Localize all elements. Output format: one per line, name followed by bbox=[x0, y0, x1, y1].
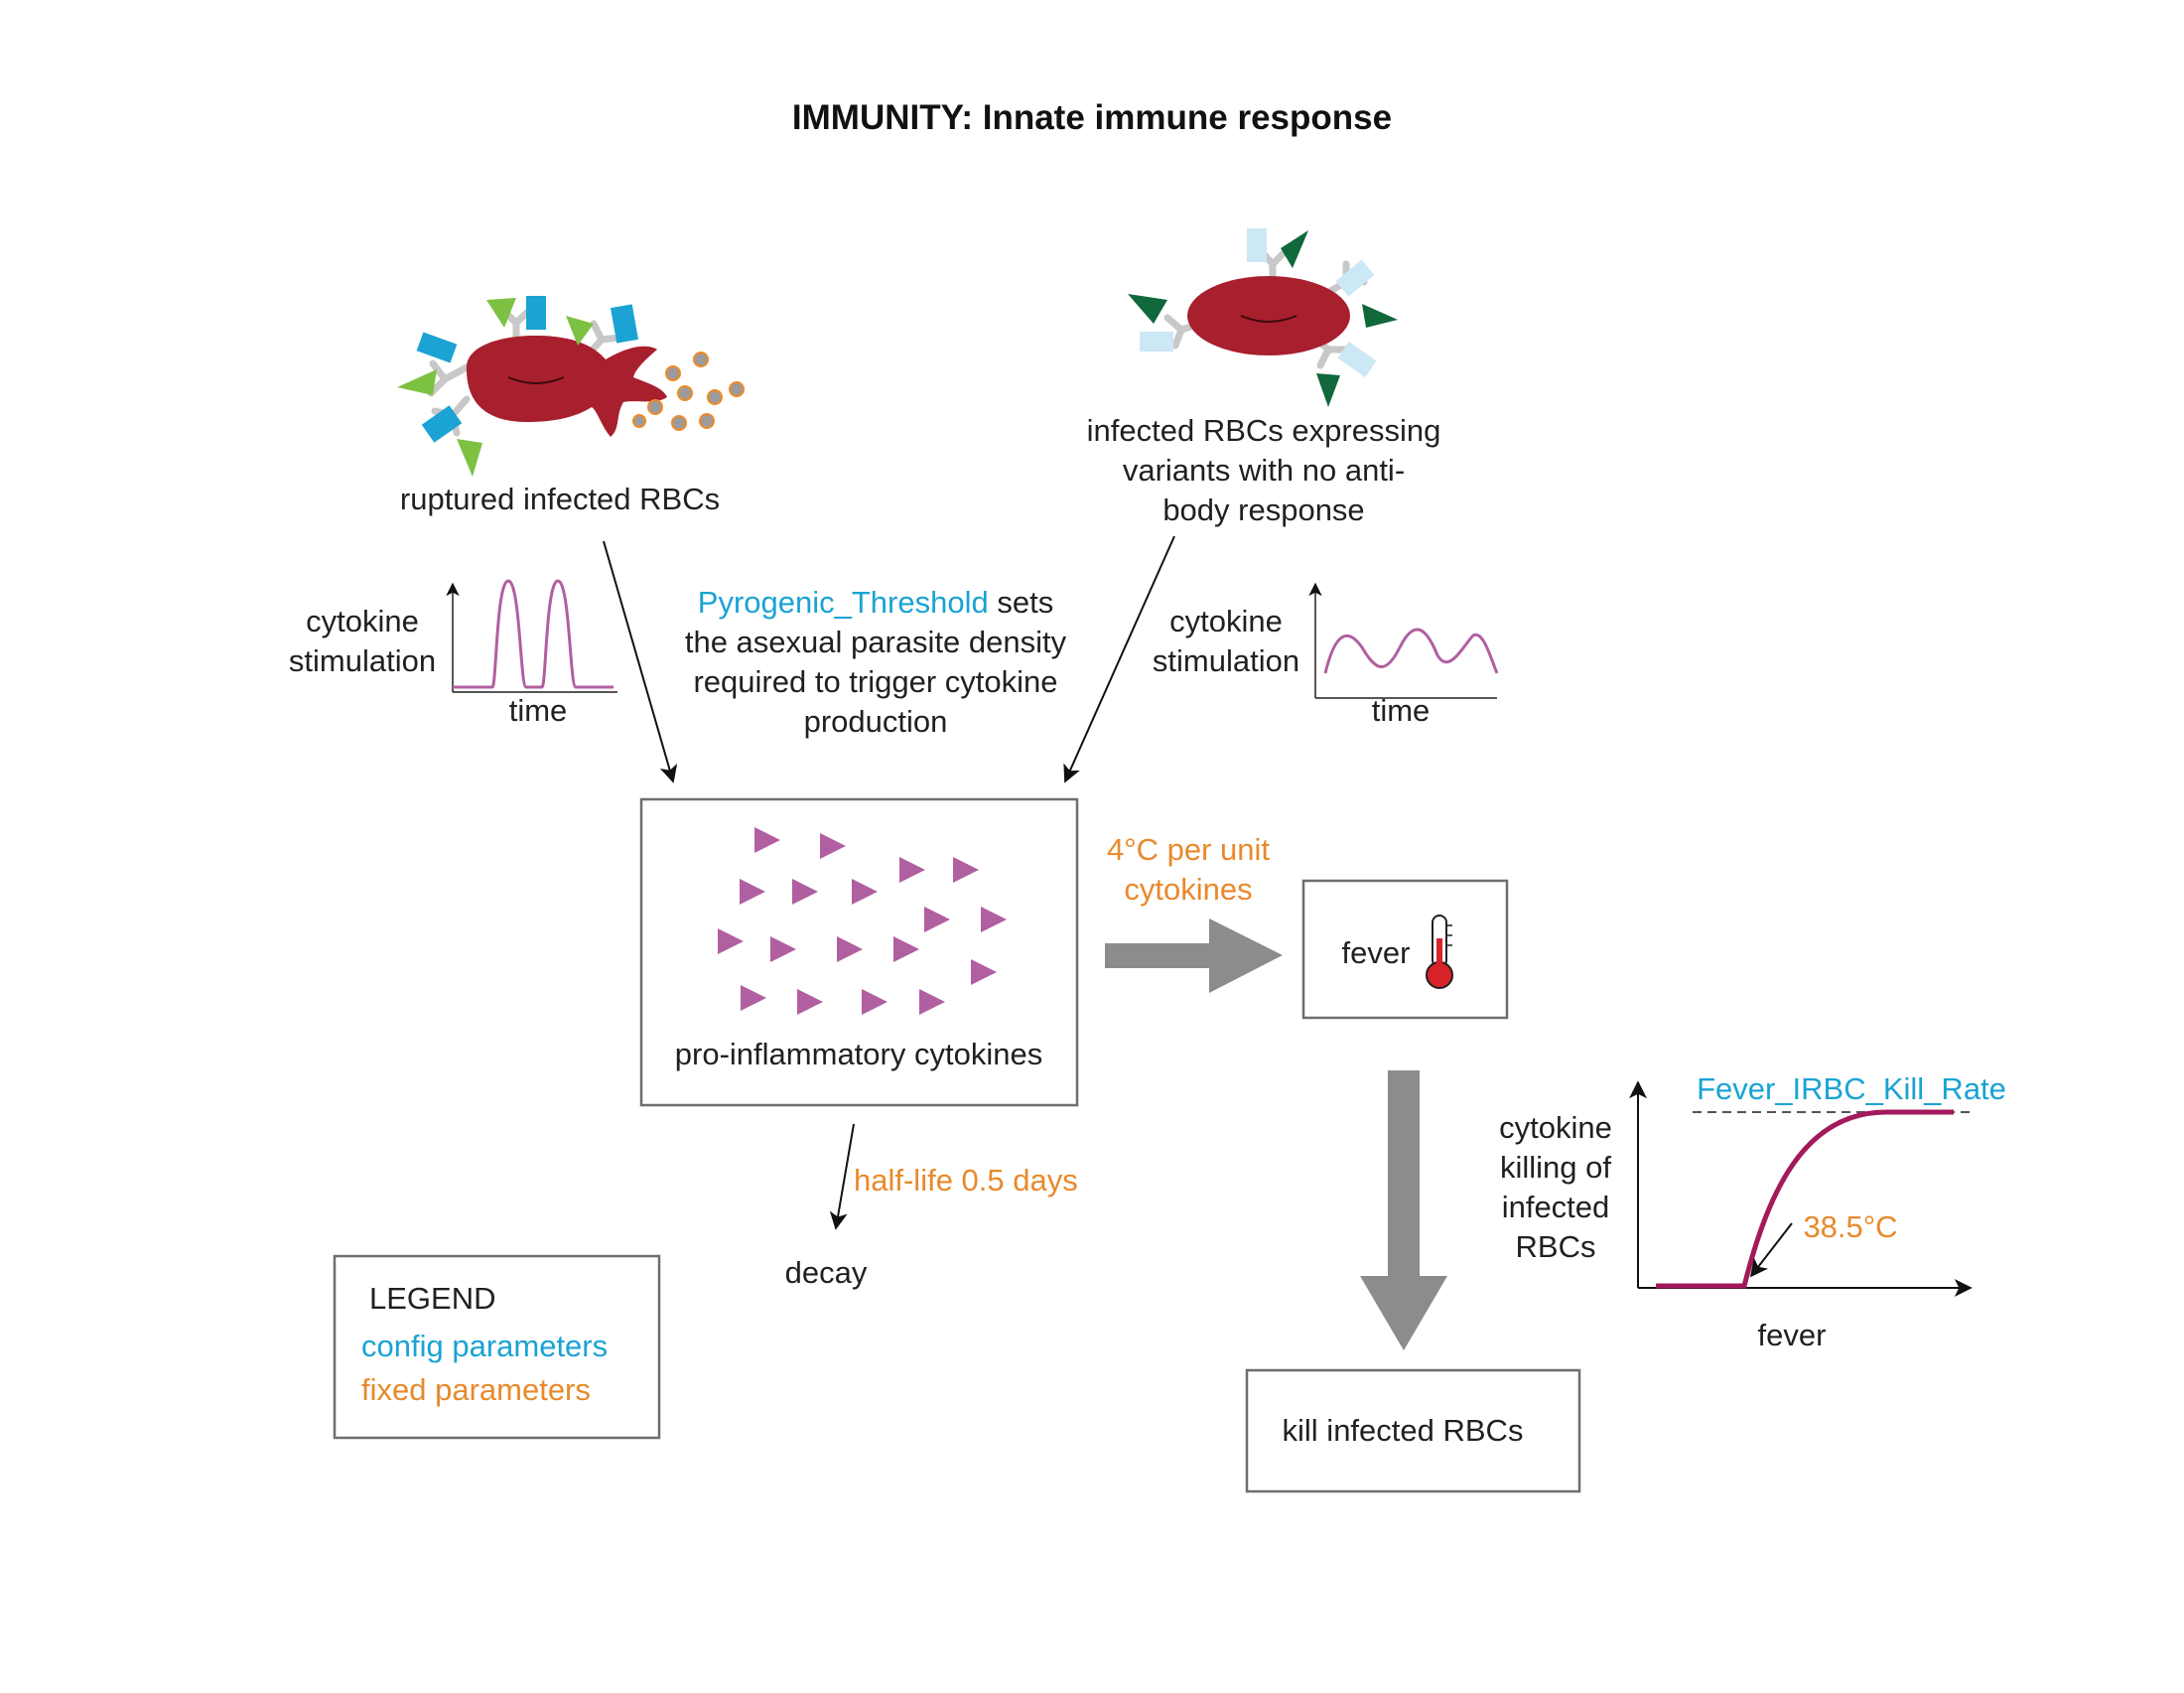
ruptured-rbc-illustration bbox=[397, 296, 745, 477]
decay-label: decay bbox=[785, 1255, 868, 1290]
ruptured-rbc-cell bbox=[466, 336, 667, 437]
pyrogenic-param: Pyrogenic_Threshold bbox=[698, 585, 989, 620]
cytokine-triangle bbox=[893, 936, 919, 962]
cytokines-label: pro-inflammatory cytokines bbox=[675, 1037, 1042, 1071]
stim-left-xlabel: time bbox=[509, 693, 568, 728]
cytokine-triangle bbox=[837, 936, 863, 962]
pyrogenic-line-1: Pyrogenic_Threshold sets bbox=[698, 585, 1053, 620]
legend-fixed: fixed parameters bbox=[361, 1372, 591, 1407]
cytokine-triangle bbox=[852, 879, 878, 905]
kill-rate-curve bbox=[1656, 1109, 1954, 1289]
kill-xlabel: fever bbox=[1758, 1318, 1827, 1352]
cytokine-triangle bbox=[797, 989, 823, 1015]
variant-rbc-cell bbox=[1187, 276, 1350, 355]
cytokine-triangle bbox=[924, 907, 950, 932]
arrow-variants-to-cytokines bbox=[1063, 535, 1175, 783]
cytokines-box bbox=[639, 797, 1079, 1107]
kill-ylabel-4: RBCs bbox=[1516, 1229, 1596, 1264]
stim-left-ylabel-2: stimulation bbox=[289, 643, 436, 678]
variant-antigen-icons bbox=[1128, 230, 1398, 407]
variant-block-icons bbox=[1140, 228, 1377, 377]
cytokine-triangle bbox=[953, 857, 979, 883]
halflife-label: half-life 0.5 days bbox=[854, 1163, 1078, 1198]
arrow-cytokines-to-fever bbox=[1105, 918, 1283, 993]
cytokine-triangle bbox=[919, 989, 945, 1015]
kill-rate-chart bbox=[1629, 1080, 1976, 1297]
stim-right-curve bbox=[1323, 628, 1499, 674]
per-unit-line-1: 4°C per unit bbox=[1107, 832, 1270, 867]
cytokine-triangle-icons bbox=[718, 827, 1007, 1015]
stim-right-chart bbox=[1308, 582, 1499, 699]
legend-title: LEGEND bbox=[369, 1281, 495, 1316]
kill-rate-param: Fever_IRBC_Kill_Rate bbox=[1697, 1071, 2006, 1106]
cytokine-triangle bbox=[718, 928, 744, 954]
cytokine-triangle bbox=[792, 879, 818, 905]
cytokine-triangle bbox=[820, 833, 846, 859]
legend-config: config parameters bbox=[361, 1329, 608, 1363]
kill-box bbox=[1245, 1368, 1581, 1493]
cytokine-triangle bbox=[741, 985, 766, 1011]
cytokine-triangle bbox=[971, 959, 997, 985]
cytokine-triangle bbox=[740, 879, 765, 905]
variant-rbc-label-3: body response bbox=[1162, 493, 1364, 527]
variant-rbc-label-1: infected RBCs expressing bbox=[1087, 413, 1441, 448]
thermometer-icon bbox=[1426, 915, 1453, 989]
stim-right-xlabel: time bbox=[1372, 693, 1431, 728]
cytokine-triangle bbox=[770, 936, 796, 962]
per-unit-line-2: cytokines bbox=[1124, 872, 1252, 907]
kill-label: kill infected RBCs bbox=[1283, 1413, 1524, 1448]
page-title: IMMUNITY: Innate immune response bbox=[792, 98, 1392, 137]
threshold-label: 38.5°C bbox=[1803, 1209, 1897, 1244]
variant-rbc-illustration bbox=[1128, 228, 1398, 407]
stim-right-ylabel-2: stimulation bbox=[1153, 643, 1299, 678]
legend-box bbox=[333, 1254, 661, 1440]
arrow-fever-to-kill bbox=[1360, 1070, 1447, 1350]
pyrogenic-suffix: sets bbox=[989, 585, 1053, 620]
kill-ylabel-2: killing of bbox=[1500, 1150, 1611, 1185]
arrow-cytokines-to-decay bbox=[829, 1123, 855, 1230]
merozoite-icons bbox=[632, 352, 745, 431]
stim-left-curve bbox=[453, 579, 614, 689]
arrow-ruptured-to-cytokines bbox=[603, 540, 678, 783]
cytokine-triangle bbox=[754, 827, 780, 853]
stim-left-chart bbox=[446, 579, 617, 693]
cytokine-triangle bbox=[899, 857, 925, 883]
pyrogenic-line-3: required to trigger cytokine bbox=[693, 664, 1057, 699]
stim-right-ylabel-1: cytokine bbox=[1169, 604, 1283, 638]
variant-rbc-label-2: variants with no anti- bbox=[1123, 453, 1405, 488]
kill-ylabel-1: cytokine bbox=[1499, 1110, 1612, 1145]
antigen-block-icons bbox=[416, 296, 638, 443]
ruptured-rbc-label: ruptured infected RBCs bbox=[400, 482, 720, 516]
pyrogenic-line-2: the asexual parasite density bbox=[685, 625, 1067, 659]
pyrogenic-line-4: production bbox=[804, 704, 948, 739]
threshold-pointer bbox=[1749, 1222, 1793, 1278]
cytokine-triangle bbox=[981, 907, 1007, 932]
fever-box bbox=[1301, 879, 1509, 1020]
kill-ylabel-3: infected bbox=[1502, 1190, 1610, 1224]
antigen-triangle-icons bbox=[397, 298, 594, 477]
stim-left-ylabel-1: cytokine bbox=[306, 604, 419, 638]
cytokine-triangle bbox=[862, 989, 887, 1015]
fever-label: fever bbox=[1342, 935, 1411, 970]
